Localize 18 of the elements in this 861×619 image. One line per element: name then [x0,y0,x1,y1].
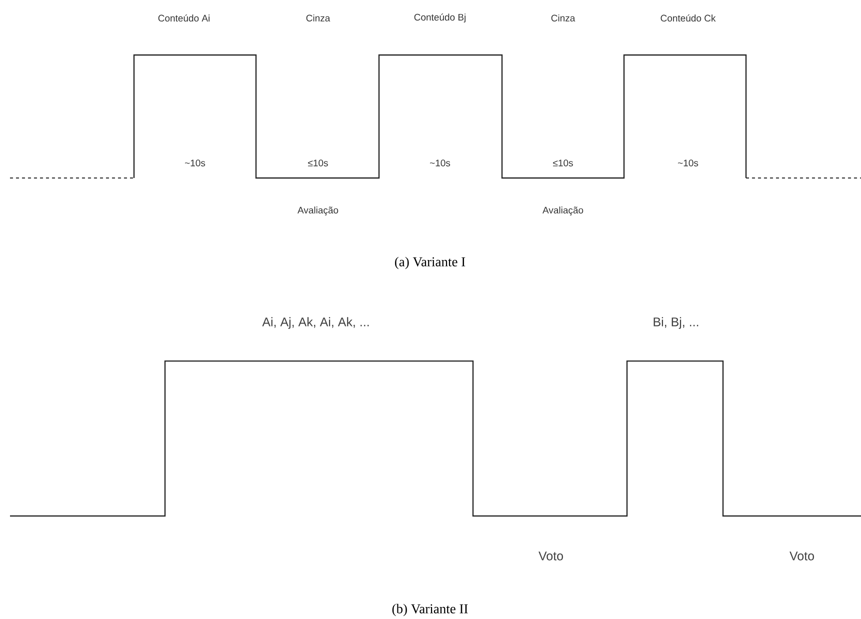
signal-label: Bi, Bj, ... [654,317,698,329]
signal-label: Conteúdo Ai [158,14,210,22]
signal-label: Cinza [306,14,330,22]
signal-label: ~10s [185,160,206,166]
signal-label: ~10s [430,160,450,166]
signal-label: Ai, Aj, Ak, Ai, Ak, ... [262,317,369,329]
subfigure-caption: (a) Variante I [395,256,466,270]
signal-label: ≤10s [553,160,573,166]
subfigure-caption: (b) Variante II [392,604,468,616]
signal-label: Conteúdo Ck [660,14,716,22]
signal-label: Avaliação [542,206,584,216]
signal-label: ~10s [678,160,698,166]
signal-label: Voto [790,552,814,560]
signal-label: Conteúdo Bj [414,14,466,22]
signal-label: ≤10s [308,160,328,166]
signal-label: Avaliação [298,206,338,216]
signal-label: Voto [538,552,563,560]
signal-label: Cinza [551,14,576,22]
